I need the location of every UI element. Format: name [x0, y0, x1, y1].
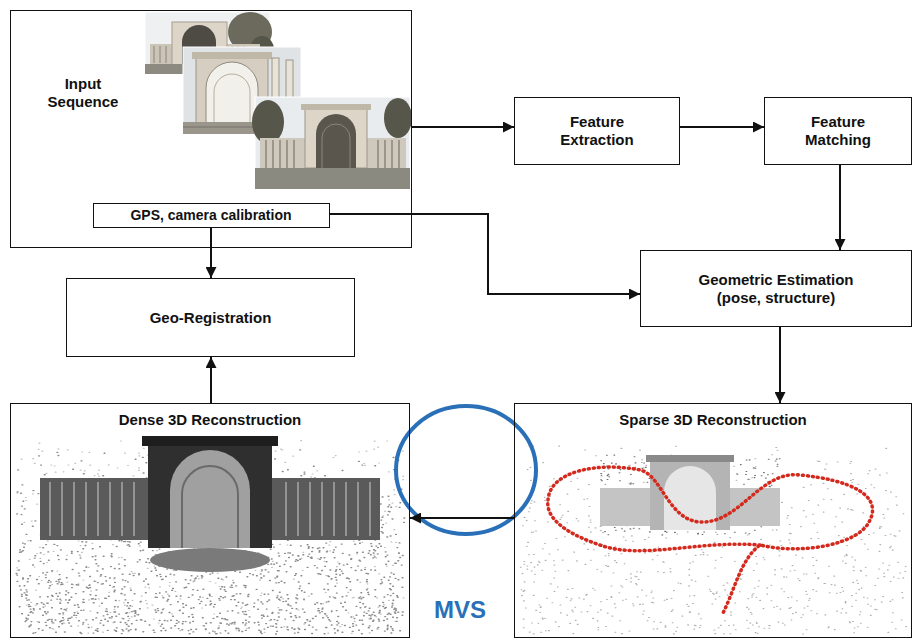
- info-box: GPS, camera calibration: [93, 203, 330, 228]
- point-dots: [16, 450, 405, 634]
- process-box: Geometric Estimation (pose, structure): [640, 250, 912, 327]
- flow-arrow: [839, 165, 841, 250]
- mvs-circle: [396, 406, 536, 534]
- box-label: Geo-Registration: [150, 309, 272, 327]
- process-box: Feature Extraction: [514, 97, 680, 165]
- photo-c: [252, 97, 412, 189]
- panel-heading: Sparse 3D Reconstruction: [615, 411, 811, 429]
- flow-arrow: [330, 214, 641, 294]
- point-dots: [17, 440, 404, 633]
- process-box: Feature Matching: [764, 97, 912, 165]
- box-label: Feature Extraction: [547, 113, 647, 149]
- box-label: Geometric Estimation (pose, structure): [676, 271, 876, 307]
- sparse-point-cloud: [520, 446, 906, 634]
- flow-arrow: [210, 357, 212, 403]
- box-label: Input Sequence: [33, 75, 133, 111]
- dense-point-cloud: [16, 436, 405, 634]
- input-panel: Input SequenceGPS, camera calibration: [10, 10, 412, 248]
- point-dots: [520, 446, 906, 634]
- flow-arrow: [210, 228, 212, 279]
- flow-arrow: [410, 517, 514, 519]
- panel-heading: Dense 3D Reconstruction: [115, 411, 306, 429]
- edge-label: MVS: [432, 596, 488, 624]
- result-panel: Dense 3D Reconstruction: [10, 403, 410, 638]
- box-label: Feature Matching: [788, 113, 888, 149]
- box-label: GPS, camera calibration: [130, 207, 291, 224]
- process-box: Geo-Registration: [66, 278, 355, 357]
- flow-arrow: [779, 327, 781, 403]
- flow-arrow: [680, 126, 764, 128]
- result-panel: Sparse 3D Reconstruction: [514, 403, 912, 638]
- flow-arrow: [412, 126, 514, 128]
